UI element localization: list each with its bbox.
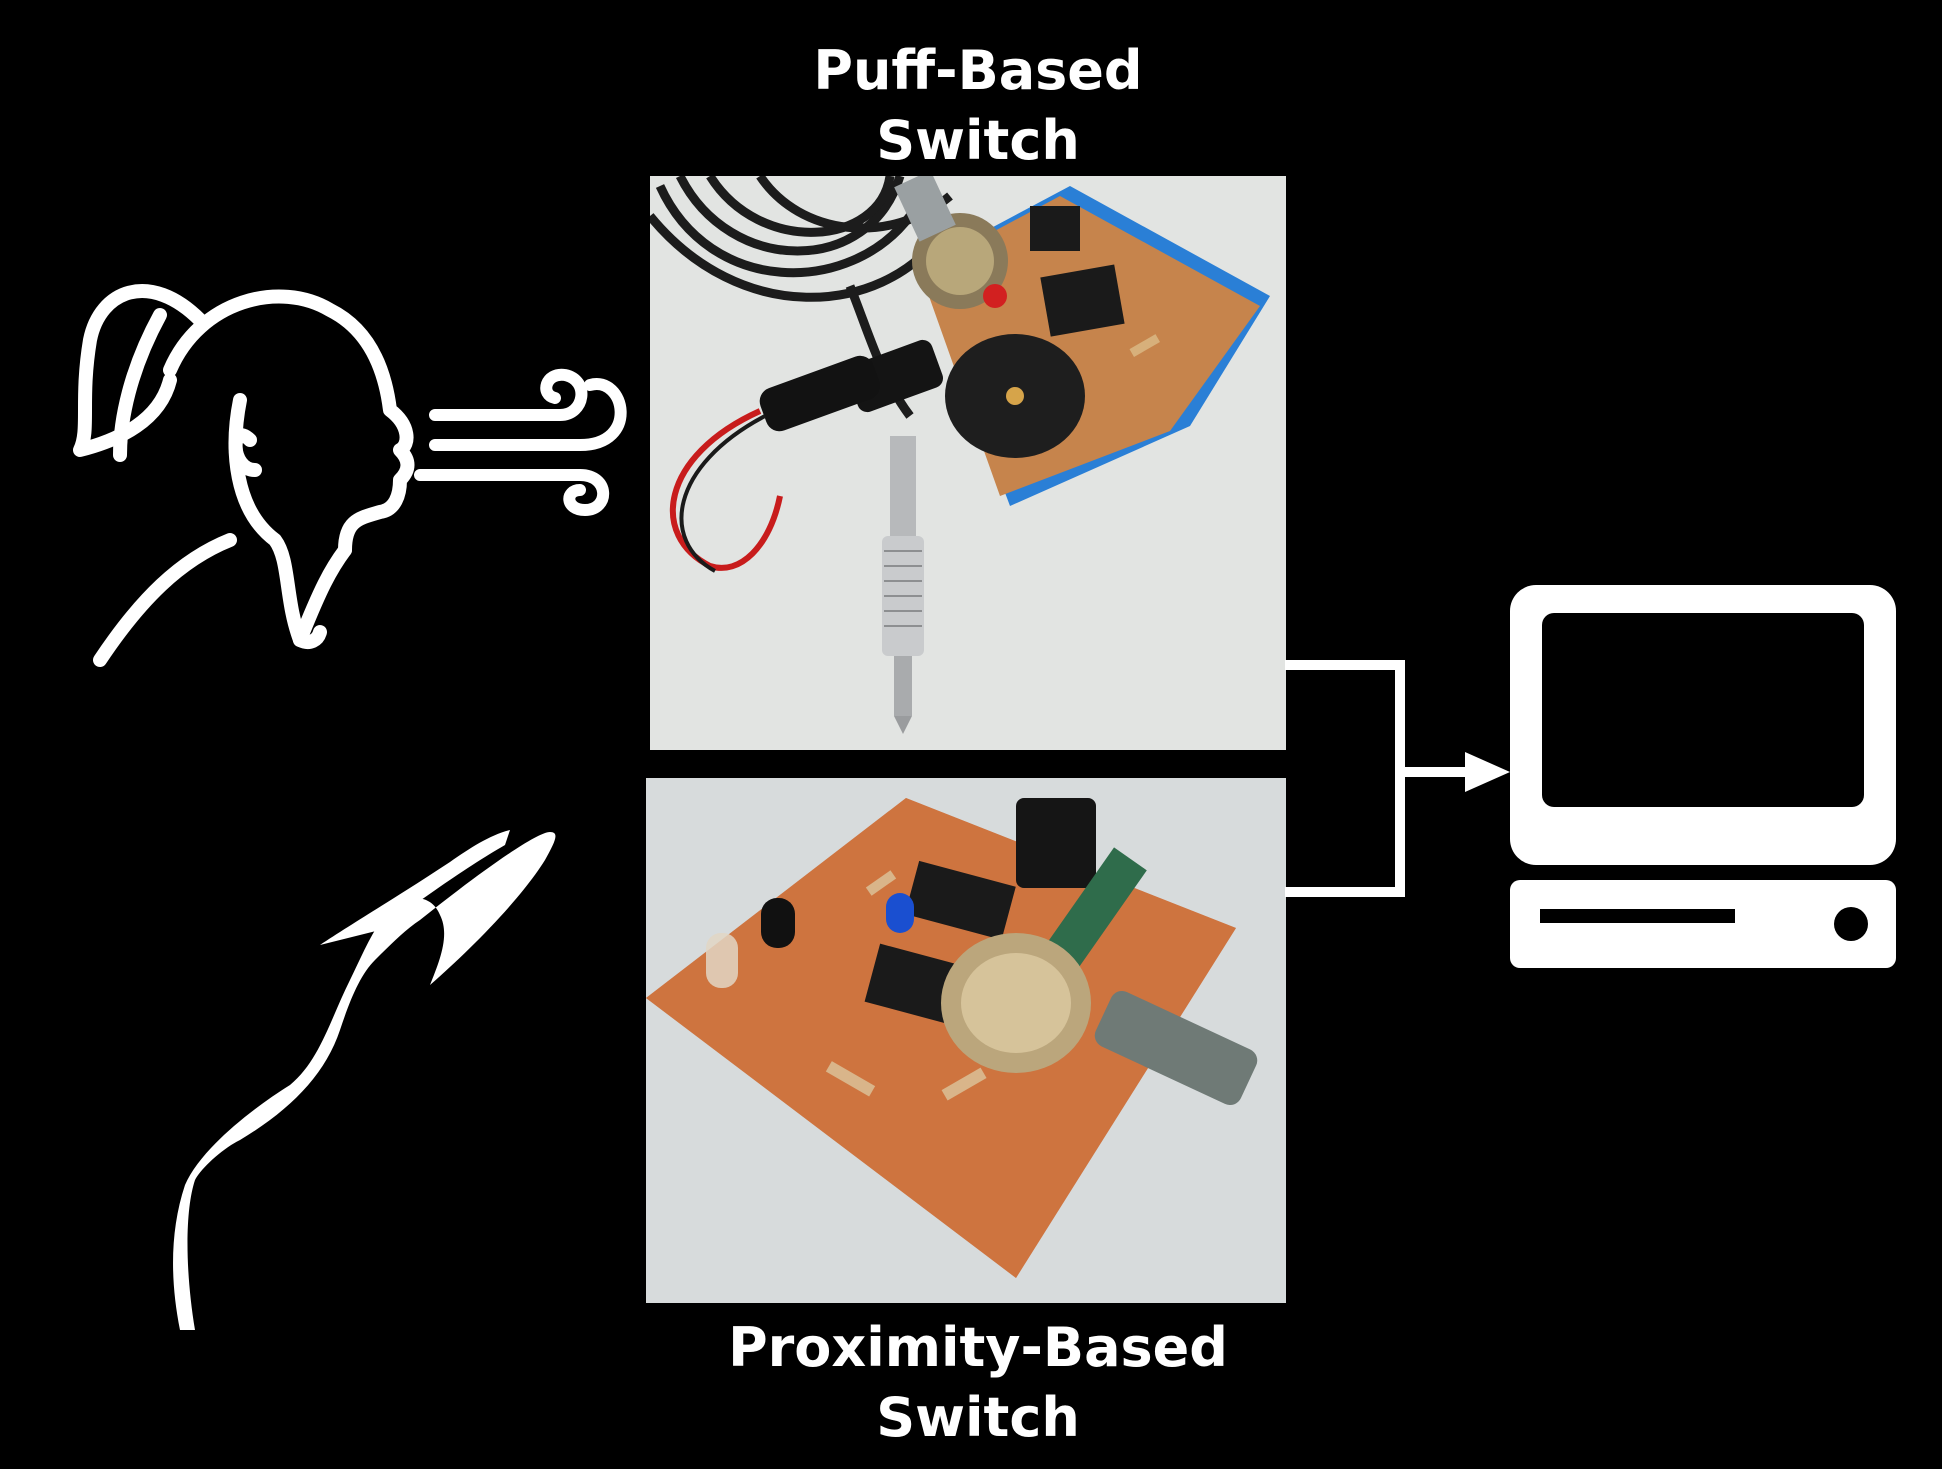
hand-gesture-icon: [173, 830, 556, 1330]
arrow-head-icon: [1465, 752, 1510, 792]
wind-puff-icon: [414, 368, 627, 517]
puff-switch-photo: [650, 176, 1286, 750]
puff-switch-label-line-1: Puff-Based: [813, 39, 1143, 102]
proximity-switch-photo: [646, 778, 1286, 1303]
connector-lines: [1285, 660, 1475, 897]
proximity-switch-label-line-1: Proximity-Based: [728, 1316, 1228, 1379]
puff-switch-label-line-2: Switch: [876, 109, 1080, 172]
proximity-switch-label-line-2: Switch: [876, 1386, 1080, 1449]
puff-switch-label: Puff-Based Switch: [778, 36, 1178, 176]
person-blowing-icon: [73, 284, 415, 667]
proximity-switch-label: Proximity-Based Switch: [628, 1313, 1328, 1453]
desktop-computer-icon: [1510, 585, 1896, 968]
